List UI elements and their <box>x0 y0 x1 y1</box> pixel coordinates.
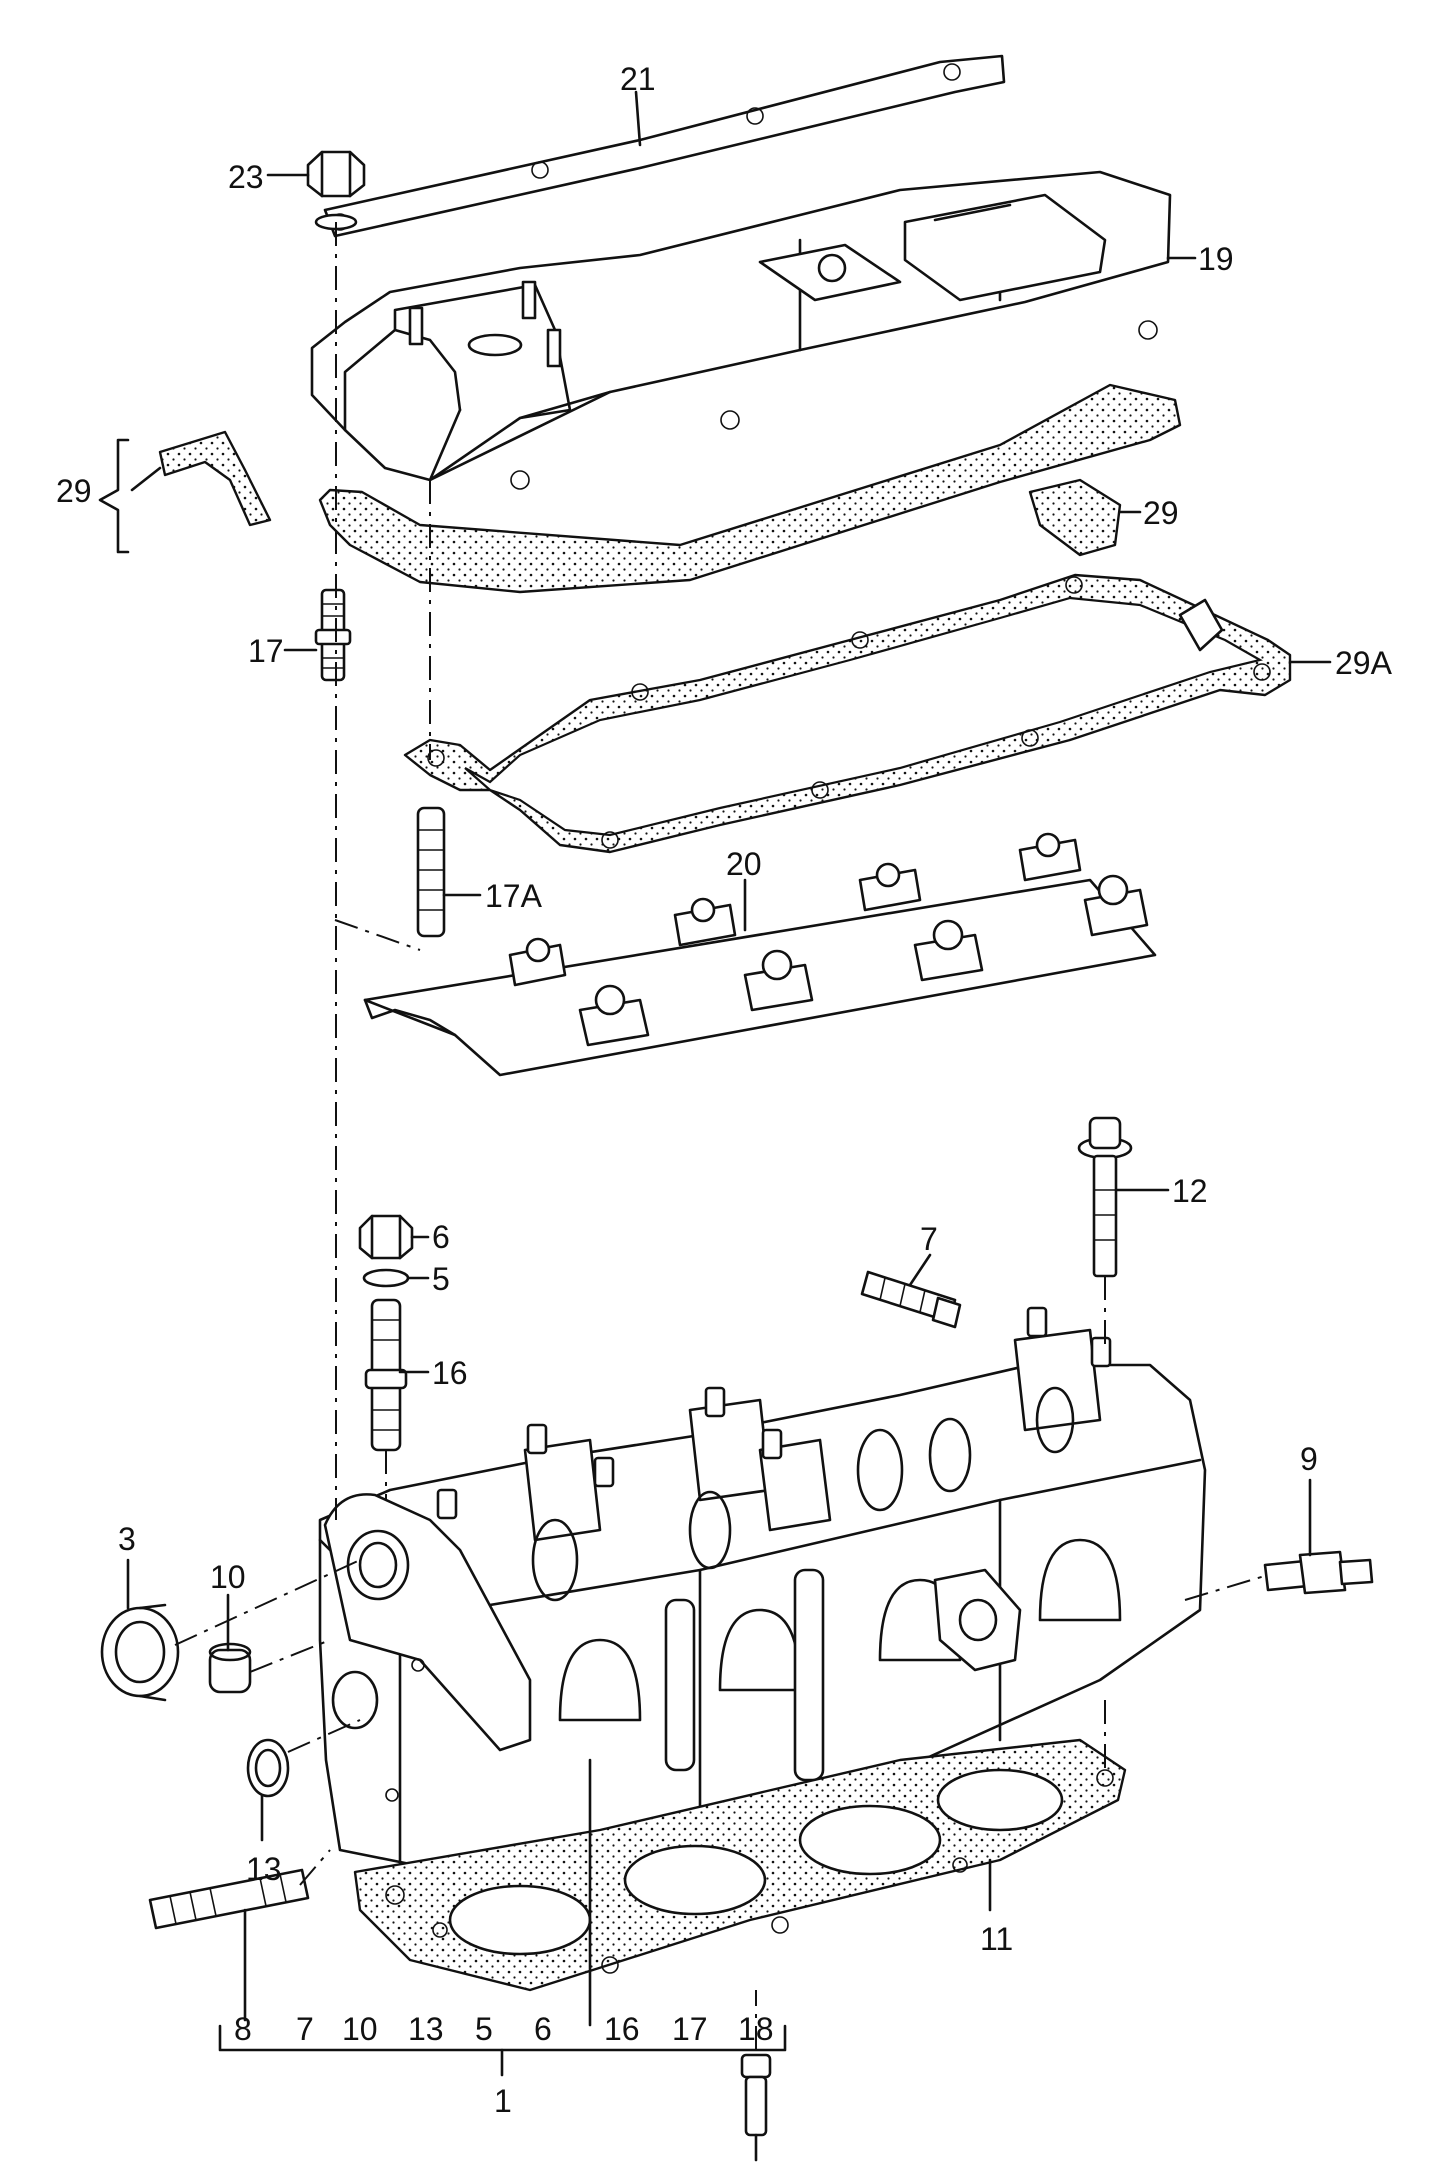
callout-29-left: 29 <box>56 473 92 509</box>
sleeve-18 <box>740 2053 772 2137</box>
seal-piece-29-right <box>1028 478 1122 557</box>
sensor-9 <box>1263 1550 1374 1595</box>
stud-16 <box>364 1298 408 1452</box>
bracket-item-13: 13 <box>408 2011 444 2047</box>
plug-10 <box>208 1642 252 1694</box>
bracket-item-18: 18 <box>738 2011 774 2047</box>
callout-20: 20 <box>726 846 762 882</box>
valve-spring-pockets <box>531 1386 1075 1602</box>
manifold-studs <box>664 1568 825 1782</box>
head-bolt-12 <box>1077 1116 1133 1278</box>
bracket-item-5: 5 <box>475 2011 493 2047</box>
stud-7 <box>860 1270 962 1329</box>
bracket-item-6: 6 <box>534 2011 552 2047</box>
callout-7-top: 7 <box>920 1221 938 1257</box>
callout-10-top: 10 <box>210 1559 246 1595</box>
callout-16-top: 16 <box>432 1355 468 1391</box>
callout-12: 12 <box>1172 1173 1208 1209</box>
callout-11: 11 <box>980 1921 1013 1957</box>
callout-17A: 17A <box>485 878 543 914</box>
plug-13 <box>246 1738 290 1798</box>
callout-29A: 29A <box>1335 645 1393 681</box>
callout-labels: 21 23 19 29 29 17 29A 17A 20 12 6 5 7 16… <box>56 61 1393 2119</box>
nut-23 <box>306 150 366 231</box>
end-flange <box>323 1493 532 1752</box>
side-plugs <box>331 1658 425 1802</box>
callout-3: 3 <box>118 1521 136 1557</box>
bracket-item-10: 10 <box>342 2011 378 2047</box>
callout-5: 5 <box>432 1261 450 1297</box>
cover-gasket-29 <box>318 383 1182 594</box>
callout-19: 19 <box>1198 241 1234 277</box>
camshaft-bearing-caps <box>523 1328 1102 1542</box>
head-cover-gasket-29A <box>403 573 1292 854</box>
stud-8 <box>148 1868 310 1930</box>
assembly-center-lines <box>174 222 1269 2050</box>
callout-13-top: 13 <box>246 1851 282 1887</box>
bracket-item-17: 17 <box>672 2011 708 2047</box>
callout-17: 17 <box>248 633 284 669</box>
camshaft-bolts <box>436 1306 1112 1520</box>
oil-deflector-20 <box>363 832 1157 1077</box>
stud-17 <box>314 588 352 682</box>
bracket-item-8: 8 <box>234 2011 252 2047</box>
bracket-item-16: 16 <box>604 2011 640 2047</box>
cylinder-head-cover-19 <box>310 170 1172 490</box>
leader-lines <box>126 90 1332 2162</box>
callout-9: 9 <box>1300 1441 1318 1477</box>
callout-23: 23 <box>228 159 264 195</box>
deflector-brackets <box>508 832 1149 1047</box>
bracket-item-7: 7 <box>296 2011 314 2047</box>
head-gasket-11 <box>353 1738 1127 1992</box>
callout-21: 21 <box>620 61 656 97</box>
seal-piece-29-left <box>98 430 272 554</box>
callout-1: 1 <box>494 2083 512 2119</box>
callout-29-right: 29 <box>1143 495 1179 531</box>
cover-gasket-strip-21 <box>323 54 1006 238</box>
stud-17A <box>416 806 446 938</box>
thermostat-housing <box>933 1568 1022 1672</box>
callout-6: 6 <box>432 1219 450 1255</box>
oil-seal-3 <box>100 1603 180 1702</box>
cylinder-head-1 <box>318 1306 1207 1872</box>
nut-6 <box>358 1214 414 1260</box>
bracket-item-labels: 8 7 10 13 5 6 16 17 18 <box>234 2011 774 2047</box>
washer-5 <box>362 1268 410 1288</box>
